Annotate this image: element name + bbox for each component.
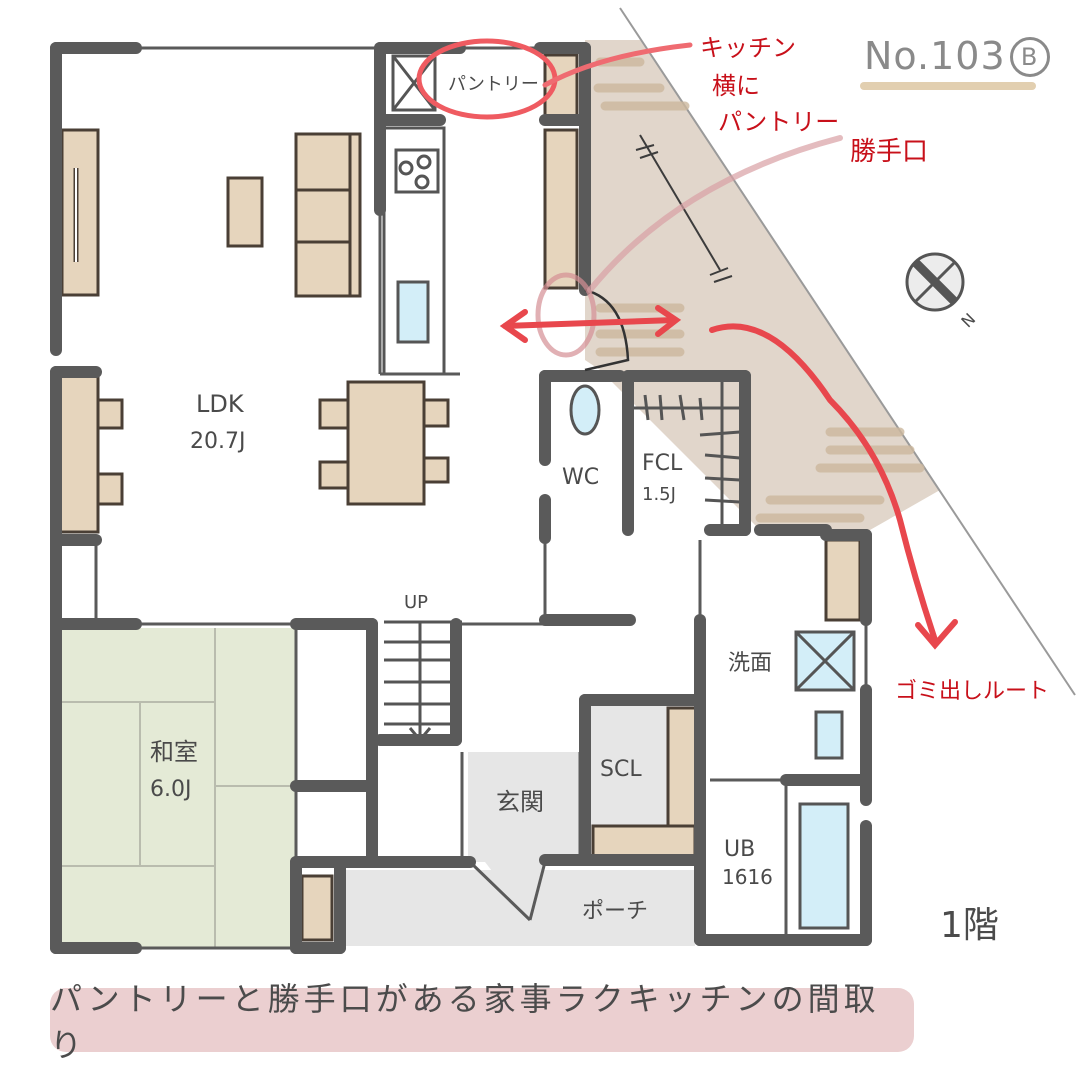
annotation-kitchen-line1: キッチン xyxy=(700,34,796,62)
annotation-kitchen-line3: パントリー xyxy=(718,108,839,136)
compass-icon xyxy=(905,252,965,312)
genkan-floor xyxy=(468,752,580,920)
senmen-label: 洗面 xyxy=(728,651,772,676)
service-door-leader xyxy=(587,135,843,293)
porch-label: ポーチ xyxy=(582,899,648,924)
property-line xyxy=(619,7,1076,696)
garbage-route-arrowhead xyxy=(915,619,958,650)
garbage-route-arrow xyxy=(709,323,938,643)
fcl-size: 1.5J xyxy=(642,484,676,505)
compass-north-label: N xyxy=(957,309,979,331)
storage-porch xyxy=(300,874,334,942)
caption-text: パントリーと勝手口がある家事ラクキッチンの間取り xyxy=(50,980,880,1064)
caption-banner: パントリーと勝手口がある家事ラクキッチンの間取り xyxy=(50,980,914,1064)
plan-number-text: No.103 xyxy=(864,34,1006,78)
chair-2 xyxy=(318,460,350,490)
wash-basin xyxy=(814,710,844,760)
walls xyxy=(50,42,872,954)
variant-badge: B xyxy=(1009,37,1050,77)
washitsu-floor xyxy=(56,628,296,948)
stairs-up-label: UP xyxy=(404,592,428,613)
fcl-shelves xyxy=(632,378,742,530)
washitsu-label: 和室 xyxy=(150,738,198,766)
storage-washroom xyxy=(824,538,862,622)
toilet xyxy=(569,384,601,436)
service-door-highlight xyxy=(535,272,597,358)
floor-label: 1階 xyxy=(940,905,999,946)
coffee-table xyxy=(226,176,264,248)
service-door-swing xyxy=(584,288,630,372)
ldk-label: LDK xyxy=(196,390,245,418)
annotation-garbage-route: ゴミ出しルート xyxy=(895,679,1049,704)
dining-table xyxy=(346,380,426,506)
annotation-kitchen-line2: 横に xyxy=(712,72,760,100)
chair-1 xyxy=(318,398,350,430)
thin-walls xyxy=(94,46,868,950)
tv-board xyxy=(60,128,100,297)
clothesline xyxy=(635,134,733,283)
chair-3 xyxy=(422,398,450,428)
ub-size: 1616 xyxy=(722,865,773,889)
annotation-service-door: 勝手口 xyxy=(850,137,928,167)
shoe-storage-1 xyxy=(666,706,698,828)
access-arrow xyxy=(499,305,682,343)
genkan-label: 玄関 xyxy=(496,788,544,816)
counter-left xyxy=(58,374,100,534)
bathtub xyxy=(798,802,850,930)
washitsu-size: 6.0J xyxy=(150,777,191,802)
fcl-label: FCL xyxy=(642,451,683,476)
ub-label: UB xyxy=(724,837,755,862)
ldk-size: 20.7J xyxy=(190,429,245,454)
title-underline xyxy=(860,82,1036,90)
pantry-label: パントリー xyxy=(448,74,539,95)
stool-2 xyxy=(96,472,124,506)
wc-label: WC xyxy=(562,465,599,490)
chair-4 xyxy=(422,456,450,484)
shoe-storage-2 xyxy=(591,824,697,858)
tatami-lines xyxy=(56,628,296,948)
pantry-leader xyxy=(542,42,693,88)
kitchen-sink xyxy=(396,280,430,344)
scl-label: SCL xyxy=(600,757,642,782)
pantry-shelf-2 xyxy=(543,128,579,290)
staircase xyxy=(384,620,462,743)
stool-1 xyxy=(96,398,124,430)
